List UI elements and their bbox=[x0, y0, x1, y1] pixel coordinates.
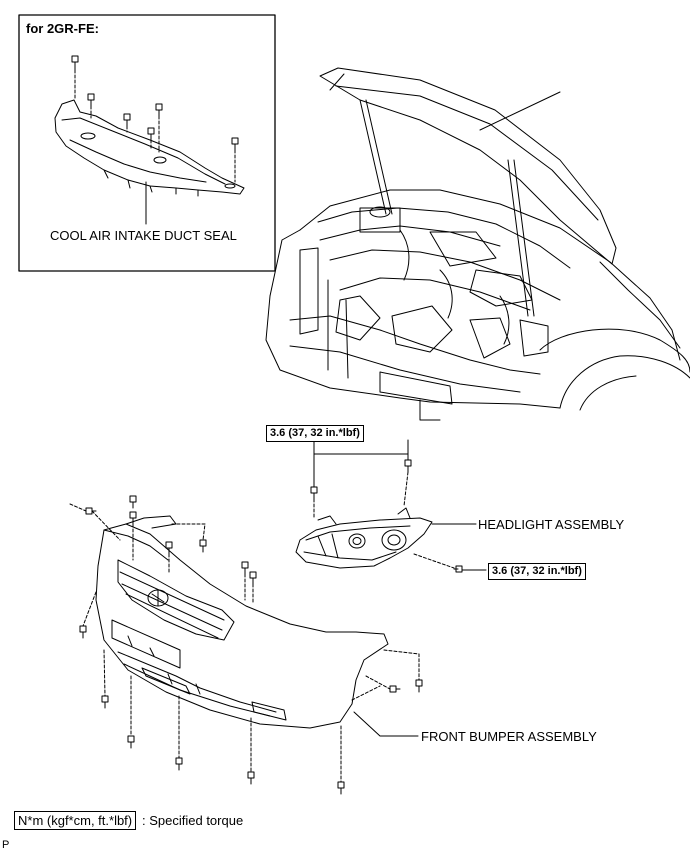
headlight-assembly-drawing bbox=[295, 439, 487, 573]
front-bumper-assembly-label: FRONT BUMPER ASSEMBLY bbox=[421, 729, 597, 744]
corner-mark: P bbox=[2, 839, 10, 851]
inset-title: for 2GR-FE: bbox=[26, 21, 99, 36]
headlight-assembly-label: HEADLIGHT ASSEMBLY bbox=[478, 517, 625, 532]
torque-spec-headlight-side: 3.6 (37, 32 in.*lbf) bbox=[488, 563, 586, 580]
inset-frame bbox=[18, 14, 276, 272]
torque-legend-description: : Specified torque bbox=[142, 813, 244, 828]
cool-air-intake-duct-seal-label: COOL AIR INTAKE DUCT SEAL bbox=[50, 228, 237, 243]
torque-legend-box: N*m (kgf*cm, ft.*lbf) bbox=[14, 811, 137, 830]
vehicle-engine-bay-drawing bbox=[265, 67, 690, 421]
cool-air-intake-duct-seal-drawing bbox=[54, 55, 245, 225]
torque-spec-headlight-upper: 3.6 (37, 32 in.*lbf) bbox=[266, 425, 364, 442]
front-bumper-assembly-drawing bbox=[69, 495, 423, 795]
